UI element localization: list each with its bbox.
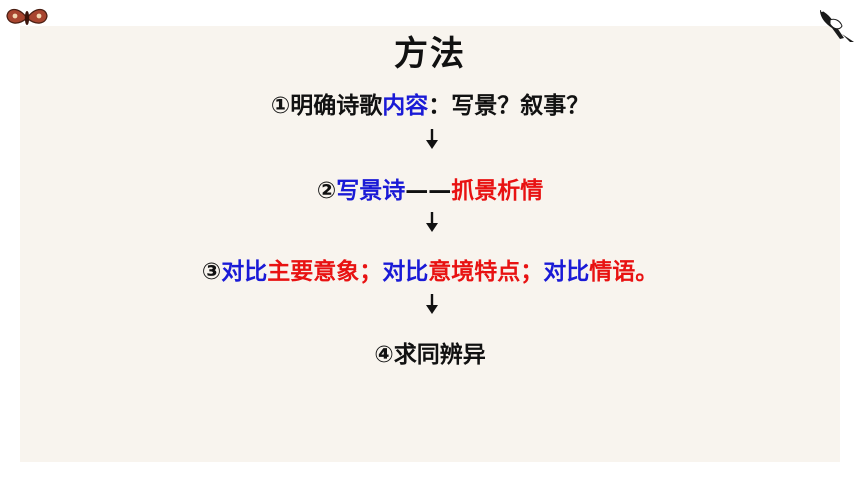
step-3-blue-2: 对比 — [382, 259, 429, 285]
arrow-down-icon — [426, 294, 438, 314]
step-3-red-2: 意境特点； — [428, 259, 544, 285]
moth-icon — [6, 8, 48, 25]
step-3-num: ③ — [201, 259, 222, 285]
step-2-blue: 写景诗 — [336, 178, 406, 204]
step-3-red-1: 主要意象； — [267, 259, 383, 285]
step-4: ④求同辨异 — [374, 342, 486, 368]
step-1-suffix: ：写景？叙事？ — [428, 93, 590, 119]
step-2-dash: —— — [405, 178, 452, 204]
step-2-prefix: ② — [316, 178, 337, 204]
arrow-down-icon — [426, 129, 438, 149]
step-3-blue-3: 对比 — [543, 259, 590, 285]
content-panel — [20, 26, 840, 462]
arrow-down-icon — [426, 212, 438, 232]
step-1-highlight: 内容 — [382, 93, 429, 119]
step-3-red-3: 情语。 — [589, 259, 659, 285]
step-2-red: 抓景析情 — [451, 178, 544, 204]
step-1: ①明确诗歌内容：写景？叙事？ — [0, 86, 860, 120]
step-1-prefix: ①明确诗歌 — [270, 93, 383, 119]
page-title: 方法 — [394, 34, 466, 74]
step-3-blue-1: 对比 — [221, 259, 268, 285]
step-3: ③对比主要意象；对比意境特点；对比情语。 — [0, 252, 860, 286]
magpie-icon — [820, 10, 854, 42]
step-2: ②写景诗——抓景析情 — [0, 171, 860, 205]
